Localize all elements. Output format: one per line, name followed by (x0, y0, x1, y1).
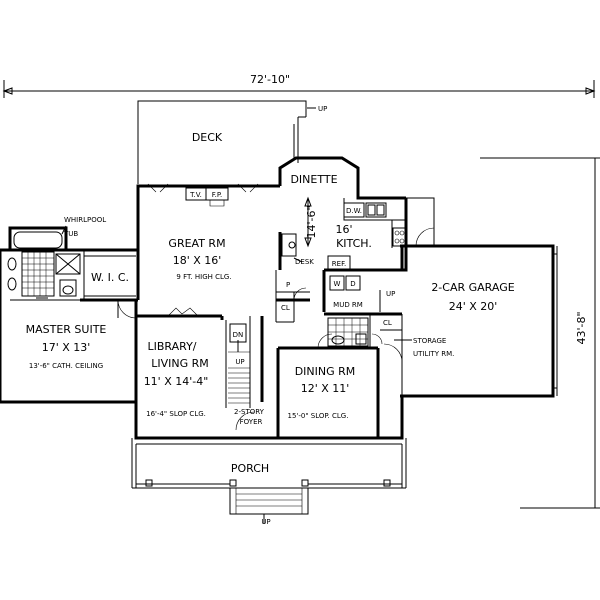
dining-label: DINING RM (295, 365, 356, 378)
library-size: 11' X 14'-4" (144, 375, 209, 388)
foyer-line2: FOYER (240, 418, 263, 426)
stair-treads (228, 367, 250, 404)
depth-dimension: 43'-8" (480, 157, 600, 509)
great-room-note: 9 FT. HIGH CLG. (176, 273, 231, 281)
wic-label: W. I. C. (91, 271, 129, 284)
porch-stair-up: UP (261, 518, 270, 526)
garage-label: 2-CAR GARAGE (431, 281, 514, 294)
overall-width-label: 72'-10" (250, 73, 290, 86)
refrigerator-label: REF. (332, 260, 346, 268)
kitchen-depth: 14'-6" (305, 205, 318, 238)
foyer-line1: 2-STORY (234, 408, 265, 416)
width-dimension: 72'-10" (2, 72, 596, 98)
mud-stair-up: UP (386, 290, 395, 298)
storage-label: STORAGE (413, 337, 446, 345)
deck: DECK UP (137, 100, 327, 184)
stair-down-label: DN (233, 331, 244, 339)
closet-great-label: CL (281, 304, 290, 312)
whirlpool-label: WHIRLPOOL (64, 216, 106, 224)
walk-in-closet: W. I. C. (91, 271, 129, 284)
kitchen-label: KITCH. (336, 237, 372, 250)
porch: PORCH UP (131, 438, 407, 526)
dishwasher-label: D.W. (346, 207, 362, 215)
whirlpool-tub-label: TUB (63, 230, 78, 238)
desk-label: DESK (295, 258, 314, 266)
living-label: LIVING RM (151, 357, 209, 370)
great-room: T.V. F.P. GREAT RM 18' X 16' 9 FT. HIGH … (168, 187, 232, 281)
utility-label: UTILITY RM. (413, 350, 454, 358)
overall-depth-label: 43'-8" (575, 311, 588, 344)
master-suite: MASTER SUITE 17' X 13' 13'-6" CATH. CEIL… (26, 323, 107, 370)
great-room-size: 18' X 16' (173, 254, 222, 267)
master-suite-size: 17' X 13' (42, 341, 91, 354)
deck-stair-up: UP (318, 105, 327, 113)
master-suite-label: MASTER SUITE (26, 323, 107, 336)
interior-walls (10, 198, 406, 438)
kitchen: D.W. 16' KITCH. 14'-6" REF. DESK P CL (281, 196, 406, 312)
fireplace-label: F.P. (212, 191, 222, 199)
pantry-label: P (286, 281, 290, 289)
library-living: LIBRARY/ LIVING RM 11' X 14'-4" 16'-4" S… (144, 340, 209, 418)
mud-room-label: MUD RM (333, 301, 363, 309)
stairs: DN UP 2-STORY FOYER (228, 323, 265, 431)
porch-steps (229, 487, 309, 515)
washer-label: W (334, 280, 341, 288)
dining-note: 15'-0" SLOP. CLG. (288, 412, 349, 420)
master-bath: WHIRLPOOL TUB (7, 216, 106, 299)
doors (117, 183, 403, 363)
garage-features: 2-CAR GARAGE 24' X 20' (406, 197, 558, 396)
storage-utility: STORAGE UTILITY RM. (394, 337, 454, 358)
dinette: DINETTE (290, 173, 337, 186)
library-note: 16'-4" SLOP CLG. (146, 410, 206, 418)
kitchen-width: 16' (335, 223, 352, 236)
closet-mud-label: CL (383, 319, 392, 327)
tv-label: T.V. (189, 191, 202, 199)
dining-room: DINING RM 12' X 11' 15'-0" SLOP. CLG. (288, 365, 356, 420)
deck-label: DECK (192, 131, 223, 144)
dinette-label: DINETTE (290, 173, 337, 186)
bath-tile-floor (21, 251, 55, 297)
garage-size: 24' X 20' (449, 300, 498, 313)
mud-room: W D MUD RM UP CL (327, 275, 395, 347)
dining-size: 12' X 11' (301, 382, 350, 395)
half-bath-tile (327, 317, 369, 347)
stair-up-label: UP (235, 358, 244, 366)
master-suite-note: 13'-6" CATH. CEILING (29, 362, 103, 370)
dryer-label: D (350, 280, 355, 288)
library-label: LIBRARY/ (147, 340, 196, 353)
great-room-label: GREAT RM (168, 237, 225, 250)
porch-label: PORCH (231, 462, 269, 475)
